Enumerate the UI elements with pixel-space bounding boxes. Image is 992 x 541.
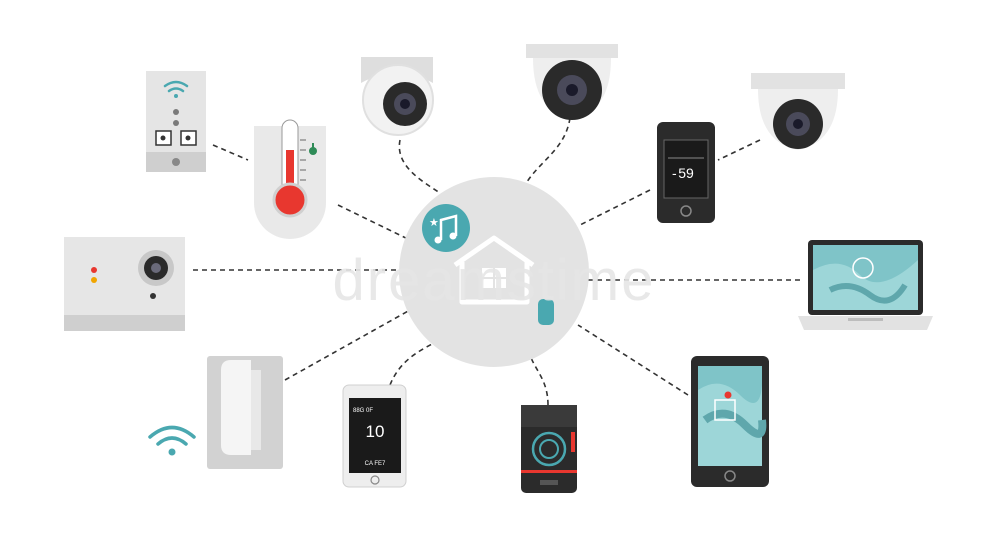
thermostat-device[interactable] — [254, 119, 326, 239]
home-icon — [453, 235, 535, 305]
watermark-text: dreamstime — [333, 248, 656, 313]
phone-top-label: - — [672, 165, 677, 181]
leaf-icon — [309, 143, 317, 155]
wifi-router-device[interactable] — [146, 71, 206, 172]
smart-camera-box[interactable] — [64, 237, 185, 331]
phone-top-value: 59 — [678, 165, 694, 181]
connector-tablet — [577, 324, 689, 396]
smartphone-top[interactable]: 59 - — [657, 122, 715, 223]
connector-phone-bottom — [389, 339, 441, 386]
svg-text:★: ★ — [429, 217, 439, 229]
laptop-device[interactable] — [798, 240, 933, 330]
phone-bottom-value: 10 — [366, 422, 385, 441]
connector-camera-right — [717, 139, 761, 161]
connector-camera-left — [398, 139, 441, 194]
connector-thermostat — [337, 204, 411, 241]
phone-bottom-top-label: 88G 0F — [353, 408, 373, 414]
connector-router — [212, 144, 249, 161]
music-note-icon: ★ — [422, 204, 470, 252]
connector-phone-top — [579, 189, 651, 226]
wifi-icon-bottom — [148, 425, 196, 456]
wifi-icon — [163, 80, 189, 98]
security-camera-left[interactable] — [361, 57, 434, 136]
security-camera-right[interactable] — [751, 73, 845, 150]
security-camera-center[interactable] — [526, 44, 618, 120]
tablet-device[interactable] — [691, 356, 769, 487]
hub-small-sensor — [538, 299, 554, 325]
door-sensor-device[interactable] — [207, 356, 283, 469]
connector-door-sensor — [284, 309, 411, 381]
smart-speaker-device[interactable] — [521, 405, 577, 493]
phone-bottom-bottom-label: CA FE7 — [365, 461, 386, 467]
connector-speaker — [529, 354, 549, 406]
connector-camera-center — [524, 117, 571, 186]
hub-circle[interactable]: ★ — [399, 177, 589, 367]
smartphone-bottom[interactable]: 88G 0F 10 CA FE7 — [342, 384, 407, 488]
